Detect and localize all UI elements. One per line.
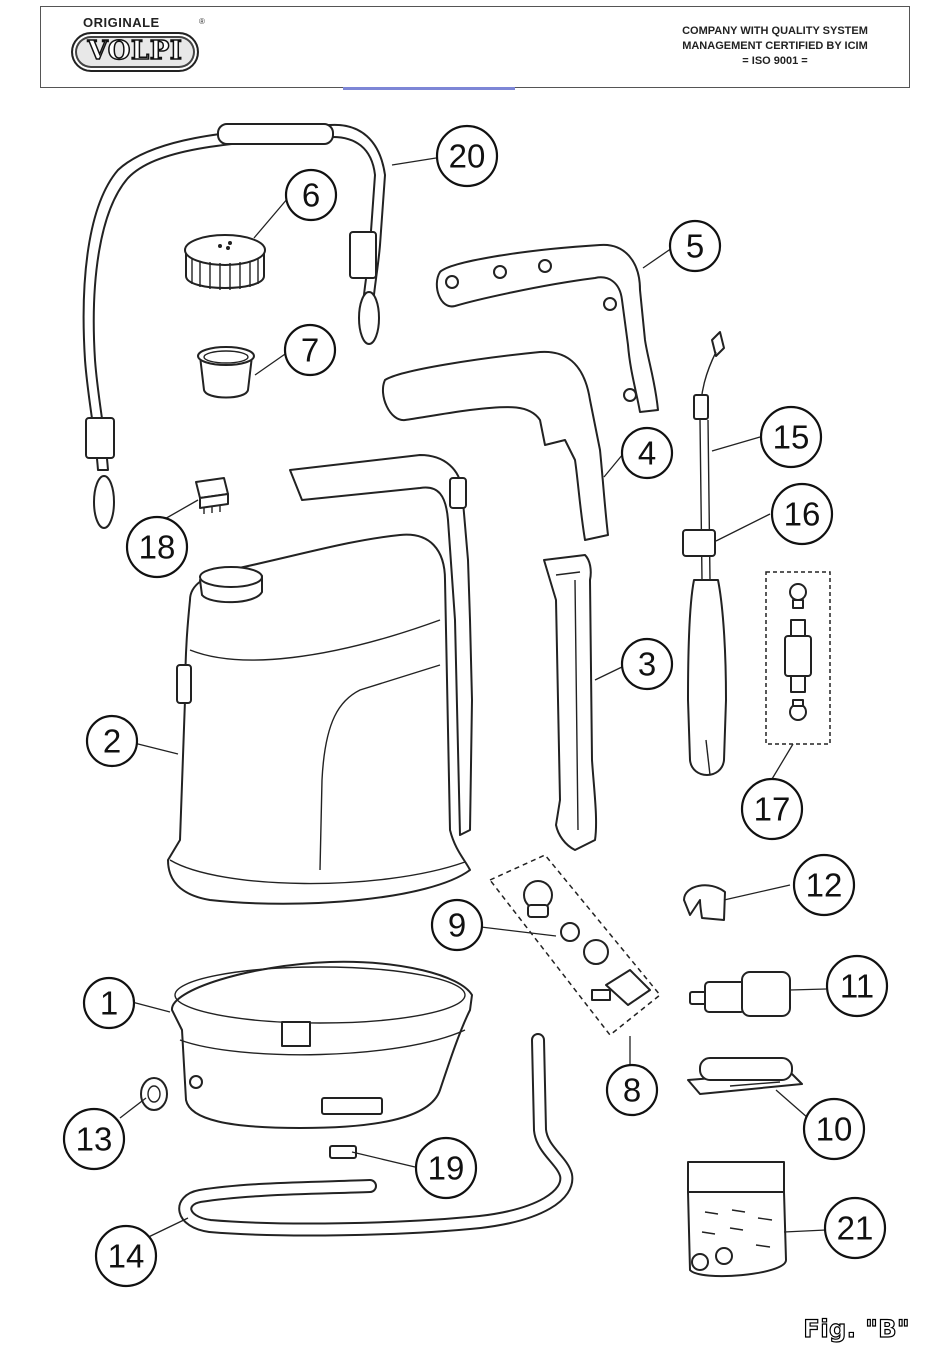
svg-text:8: 8: [623, 1072, 641, 1109]
label-18: 18: [127, 517, 187, 577]
svg-text:1: 1: [100, 985, 118, 1022]
label-3: 3: [622, 639, 672, 689]
label-11: 11: [827, 956, 887, 1016]
label-6: 6: [286, 170, 336, 220]
power-switch-drawing: [196, 478, 228, 514]
spray-lance-drawing: [683, 332, 726, 775]
label-16: 16: [772, 484, 832, 544]
label-7: 7: [285, 325, 335, 375]
svg-text:7: 7: [301, 332, 319, 369]
svg-text:15: 15: [773, 419, 810, 456]
svg-text:5: 5: [686, 228, 704, 265]
grommet-drawing: [141, 1078, 167, 1110]
electric-pump-drawing: [690, 972, 790, 1016]
label-4: 4: [622, 428, 672, 478]
label-15: 15: [761, 407, 821, 467]
svg-text:21: 21: [837, 1210, 874, 1247]
svg-text:11: 11: [840, 968, 874, 1005]
figure-label: Fig. "B": [803, 1315, 910, 1343]
tank-drawing: [168, 455, 472, 904]
label-8: 8: [607, 1065, 657, 1115]
svg-text:6: 6: [302, 177, 320, 214]
label-20: 20: [437, 126, 497, 186]
svg-text:19: 19: [428, 1150, 465, 1187]
svg-text:17: 17: [754, 791, 791, 828]
connector-kit-drawing: [766, 572, 830, 744]
label-9: 9: [432, 900, 482, 950]
svg-text:16: 16: [784, 496, 821, 533]
svg-text:18: 18: [139, 529, 176, 566]
label-5: 5: [670, 221, 720, 271]
label-17: 17: [742, 779, 802, 839]
svg-text:4: 4: [638, 435, 656, 472]
label-13: 13: [64, 1109, 124, 1169]
filter-basket-drawing: [198, 347, 254, 398]
side-rail-drawing: [544, 555, 596, 850]
label-19: 19: [416, 1138, 476, 1198]
tank-cap-drawing: [185, 235, 265, 290]
battery-board-drawing: [688, 1058, 802, 1094]
handle-drawing: [383, 352, 608, 540]
svg-text:2: 2: [103, 723, 121, 760]
svg-text:13: 13: [76, 1121, 113, 1158]
label-12: 12: [794, 855, 854, 915]
label-2: 2: [87, 716, 137, 766]
label-21: 21: [825, 1198, 885, 1258]
label-10: 10: [804, 1099, 864, 1159]
svg-text:9: 9: [448, 907, 466, 944]
svg-text:14: 14: [108, 1238, 145, 1275]
svg-text:10: 10: [816, 1111, 853, 1148]
base-tray-drawing: [172, 962, 472, 1128]
screw-bag-drawing: [688, 1162, 786, 1276]
svg-text:3: 3: [638, 646, 656, 683]
label-14: 14: [96, 1226, 156, 1286]
svg-text:20: 20: [449, 138, 486, 175]
svg-text:12: 12: [806, 867, 843, 904]
lance-clip-drawing: [684, 885, 725, 920]
fitting-kit-drawing: [490, 855, 660, 1035]
label-1: 1: [84, 978, 134, 1028]
